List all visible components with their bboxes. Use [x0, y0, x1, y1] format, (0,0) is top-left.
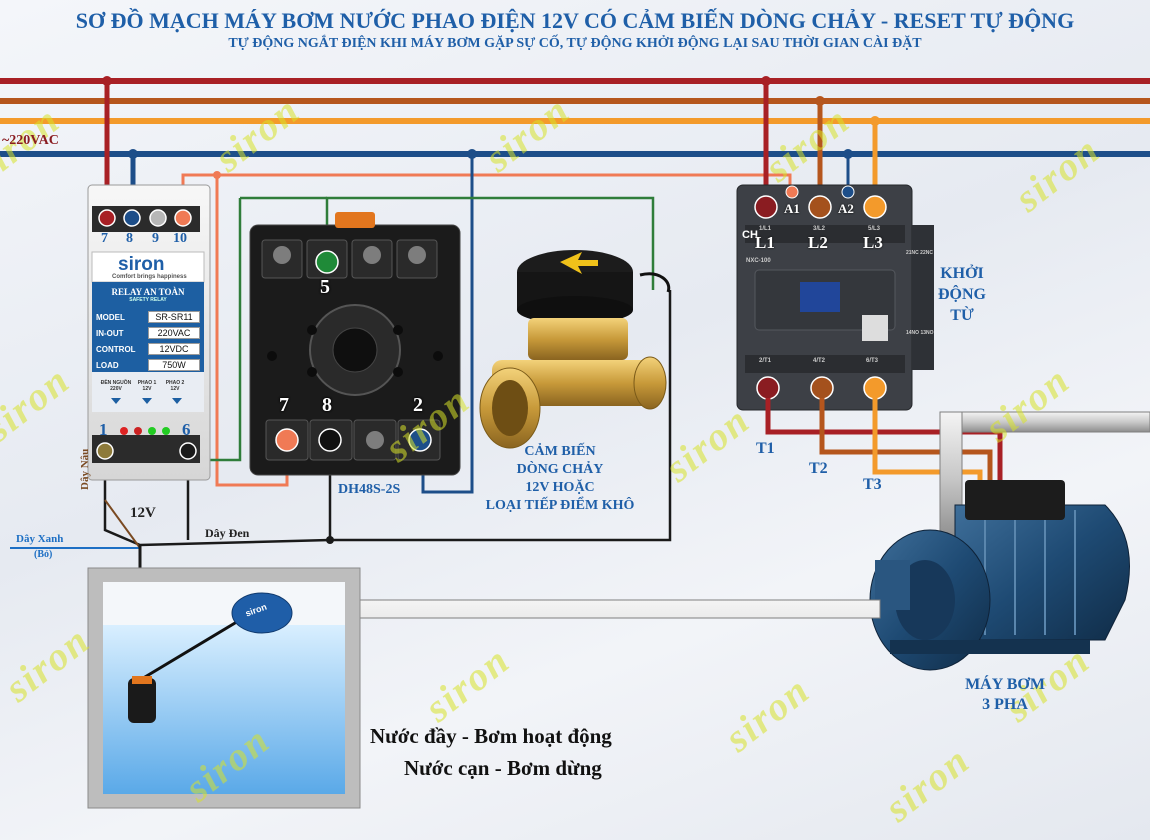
wire-relay-out — [181, 173, 792, 215]
relay-indicator-label: PHAO 1 12V — [137, 380, 157, 392]
junction-dot — [815, 96, 825, 106]
wire-t3 — [872, 398, 983, 485]
junction-dot — [326, 536, 334, 544]
contactor-label-line: KHỞI — [940, 265, 984, 282]
relay-spec-key: IN-OUT — [96, 329, 124, 338]
relay-spec-key: CONTROL — [96, 345, 136, 354]
relay-spec-value: SR-SR11 — [148, 311, 200, 323]
relay-brand: siron — [118, 254, 165, 275]
timer-pin-8: 8 — [322, 394, 332, 416]
timer-pin-5: 5 — [320, 276, 330, 298]
sensor-label-line: CẢM BIẾN — [524, 444, 596, 459]
wire-label-blue-sub: (Bỏ) — [34, 549, 53, 560]
wire-label-brown: Dây Nâu — [79, 448, 91, 490]
contactor-brand: CH — [742, 229, 758, 241]
contactor-code: 3/L2 — [813, 226, 826, 232]
contactor-model: NXC-100 — [746, 258, 771, 264]
contactor-label-line: ĐỘNG — [938, 286, 986, 303]
relay-terminal-10: 10 — [173, 231, 187, 246]
contactor-aux-label: 21NC 22NC — [906, 250, 933, 256]
contactor-code: 6/T3 — [866, 358, 879, 364]
contactor-l2: L2 — [808, 233, 828, 252]
sensor-label-line: 12V HOẶC — [525, 480, 595, 495]
wire-t1 — [765, 398, 1003, 485]
timer-pin-7: 7 — [279, 394, 289, 416]
wire-label-blue: Dây Xanh — [16, 533, 64, 545]
page-title: SƠ ĐỒ MẠCH MÁY BƠM NƯỚC PHAO ĐIỆN 12V CÓ… — [75, 8, 1075, 33]
relay-name-sub: SAFETY RELAY — [129, 297, 167, 303]
relay-name: RELAY AN TOÀN — [111, 287, 185, 297]
output-t2: T2 — [809, 460, 828, 477]
relay-terminal-6: 6 — [182, 420, 191, 439]
flow-sensor — [479, 250, 671, 449]
pump — [869, 411, 1150, 671]
contactor-label-line: TỪ — [950, 307, 974, 324]
junction-dot — [870, 116, 880, 126]
note-full: Nước đầy - Bơm hoạt động — [370, 724, 612, 748]
sensor-label-line: DÒNG CHẢY — [516, 462, 604, 477]
water-tank — [87, 567, 361, 809]
relay-terminal-7: 7 — [101, 231, 108, 246]
relay-spec-value: 750W — [148, 359, 200, 371]
contactor-l1: L1 — [755, 233, 775, 252]
relay-terminal-9: 9 — [152, 231, 159, 246]
page-subtitle: TỰ ĐỘNG NGẮT ĐIỆN KHI MÁY BƠM GẶP SỰ CỐ,… — [228, 36, 922, 51]
contactor-a1: A1 — [784, 201, 800, 216]
relay-indicator-label: PHAO 2 12V — [165, 380, 185, 392]
output-t3: T3 — [863, 476, 882, 493]
relay-indicator-label: ĐÈN NGUỒN 220V — [100, 380, 132, 392]
timer-model: DH48S-2S — [338, 482, 401, 497]
timer-pin-2: 2 — [413, 394, 423, 416]
junction-dot — [843, 149, 853, 159]
contactor-code: 2/T1 — [759, 358, 772, 364]
wire-label-black: Dây Đen — [205, 526, 250, 540]
contactor-code: 4/T2 — [813, 358, 826, 364]
contactor-code: 5/L3 — [868, 226, 881, 232]
contactor-label: KHỞI ĐỘNG TỪ — [932, 263, 992, 326]
wire-t2 — [819, 398, 993, 485]
note-empty: Nước cạn - Bơm dừng — [404, 756, 602, 780]
relay-spec-value: 220VAC — [148, 327, 200, 339]
pump-label: MÁY BƠM 3 PHA — [950, 675, 1060, 715]
timer-socket — [249, 212, 461, 476]
sensor-label: CẢM BIẾN DÒNG CHẢY 12V HOẶC LOẠI TIẾP ĐI… — [480, 443, 640, 515]
junction-dot — [467, 149, 477, 159]
relay-spec-value: 12VDC — [148, 343, 200, 355]
contactor-aux-label: 14NO 13NO — [906, 330, 934, 336]
pump-label-line: MÁY BƠM — [965, 676, 1045, 693]
sensor-label-line: LOẠI TIẾP ĐIỂM KHÔ — [485, 498, 635, 513]
wire-label-12v: 12V — [130, 505, 156, 521]
relay-spec-key: LOAD — [96, 361, 119, 370]
pump-label-line: 3 PHA — [982, 696, 1028, 713]
supply-label: ~220VAC — [2, 133, 59, 148]
contactor-l3: L3 — [863, 233, 883, 252]
relay-tagline: Comfort brings happiness — [112, 274, 187, 280]
wire-black-main — [103, 290, 672, 547]
contactor-code: 1/L1 — [759, 226, 772, 232]
junction-dot — [128, 149, 138, 159]
contactor — [736, 184, 934, 411]
relay-terminal-1: 1 — [99, 420, 108, 439]
contactor-a2: A2 — [838, 201, 854, 216]
junction-dot — [102, 76, 112, 86]
output-t1: T1 — [756, 440, 775, 457]
junction-dot — [761, 76, 771, 86]
wire-brown — [104, 499, 141, 549]
relay-spec-key: MODEL — [96, 313, 125, 322]
relay-terminal-8: 8 — [126, 231, 133, 246]
